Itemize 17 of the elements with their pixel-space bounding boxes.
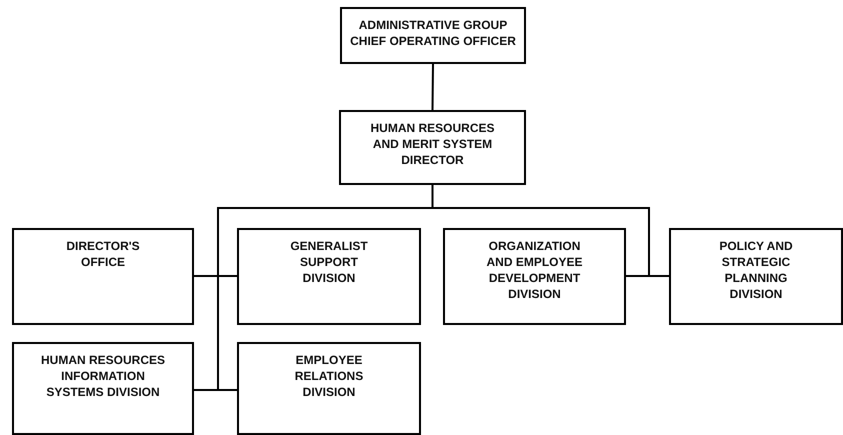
unit-title: HUMAN RESOURCES AND MERIT SYSTEM DIRECTOR [369,120,496,168]
unit-title: HUMAN RESOURCES INFORMATION SYSTEMS DIVISION [40,352,166,400]
org-box [237,342,421,435]
unit-title: ADMINISTRATIVE GROUP CHIEF OPERATING OFFICER [349,17,517,49]
org-box [443,228,626,325]
unit-title: EMPLOYEE RELATIONS DIVISION [294,352,364,400]
unit-title: GENERALIST SUPPORT DIVISION [289,238,369,286]
connector-line [432,64,434,110]
unit-title: ORGANIZATION AND EMPLOYEE DEVELOPMENT DIVISION [485,238,584,302]
unit-title: DIRECTOR'S OFFICE [65,238,141,270]
org-box [237,228,421,325]
org-box [339,110,526,185]
org-box [340,7,526,64]
org-box [12,228,194,325]
org-box [669,228,843,325]
org-box [12,342,194,435]
unit-title: POLICY AND STRATEGIC PLANNING DIVISION [718,238,794,302]
